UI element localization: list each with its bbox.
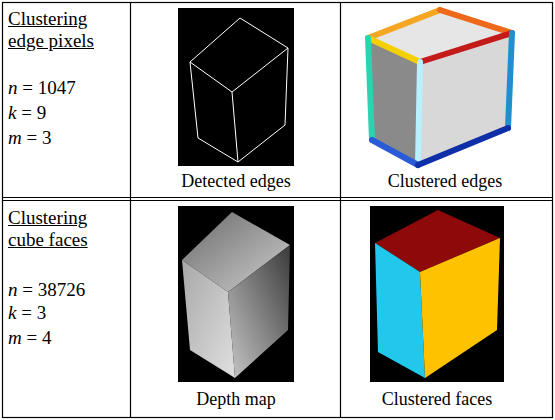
image-caption: Clustered edges bbox=[345, 170, 545, 192]
clustered-faces-image bbox=[370, 206, 504, 382]
table-rules bbox=[3, 3, 553, 418]
row-heading: Clustering cube faces bbox=[8, 207, 123, 251]
image-caption: Clustered faces bbox=[337, 388, 537, 410]
parameter-value: n = 1047 bbox=[8, 77, 76, 99]
parameter-value: m = 3 bbox=[8, 127, 51, 149]
depth-map-image bbox=[178, 206, 294, 382]
parameter-value: m = 4 bbox=[8, 327, 51, 349]
parameter-value: k = 3 bbox=[8, 302, 46, 324]
edge-image bbox=[178, 8, 294, 166]
parameter-value: n = 38726 bbox=[8, 279, 85, 301]
image-caption: Depth map bbox=[136, 388, 336, 410]
row-heading: Clustering edge pixels bbox=[8, 8, 123, 52]
clustered-edge-image bbox=[368, 10, 512, 165]
image-caption: Detected edges bbox=[136, 170, 336, 192]
parameter-value: k = 9 bbox=[8, 102, 46, 124]
